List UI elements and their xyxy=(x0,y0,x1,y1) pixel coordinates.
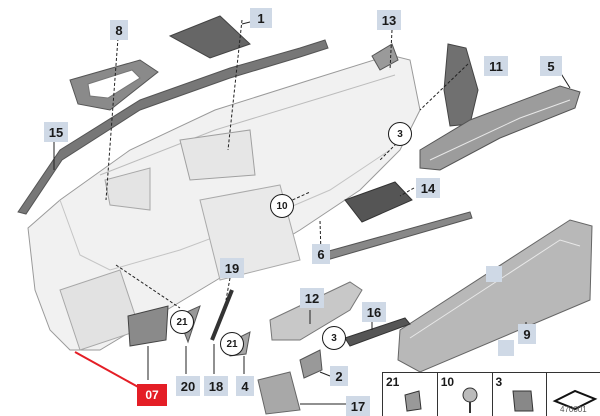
callout-3-circle[interactable]: 3 xyxy=(322,326,346,350)
callout-12[interactable]: 12 xyxy=(300,288,324,308)
callout-4[interactable]: 4 xyxy=(236,376,254,396)
callout-5[interactable]: 5 xyxy=(540,56,562,76)
callout-14[interactable]: 14 xyxy=(416,178,440,198)
callout-11[interactable]: 11 xyxy=(484,56,508,76)
placeholder-box xyxy=(486,266,502,282)
fastener-legend: 21 10 3 xyxy=(382,372,600,416)
callout-2[interactable]: 2 xyxy=(330,366,348,386)
screw-icon xyxy=(462,387,478,413)
section-red-label: 07 xyxy=(137,384,167,406)
legend-number: 3 xyxy=(495,375,503,389)
bracket-icon xyxy=(552,389,598,411)
callout-21-circle[interactable]: 21 xyxy=(220,332,244,356)
legend-number: 21 xyxy=(386,375,400,389)
legend-cell-screw: 10 xyxy=(438,373,493,416)
callout-3-circle[interactable]: 3 xyxy=(388,122,412,146)
callout-19[interactable]: 19 xyxy=(220,258,244,278)
callout-8[interactable]: 8 xyxy=(110,20,128,40)
callout-6[interactable]: 6 xyxy=(312,244,330,264)
legend-cell-bracket xyxy=(547,373,600,416)
clip-icon xyxy=(404,390,422,412)
callout-21-circle[interactable]: 21 xyxy=(170,310,194,334)
callout-18[interactable]: 18 xyxy=(204,376,228,396)
callout-20[interactable]: 20 xyxy=(176,376,200,396)
callout-10-circle[interactable]: 10 xyxy=(270,194,294,218)
callout-16[interactable]: 16 xyxy=(362,302,386,322)
callout-13[interactable]: 13 xyxy=(377,10,401,30)
callout-1[interactable]: 1 xyxy=(250,8,272,28)
callout-17[interactable]: 17 xyxy=(346,396,370,416)
legend-number: 10 xyxy=(440,375,455,389)
legend-cell-nut: 3 xyxy=(493,373,548,416)
drawing-id: 470001 xyxy=(560,405,587,414)
clip-nut-icon xyxy=(511,390,534,412)
placeholder-box xyxy=(498,340,514,356)
callout-9[interactable]: 9 xyxy=(518,324,536,344)
legend-cell-clip: 21 xyxy=(383,373,438,416)
callout-15[interactable]: 15 xyxy=(44,122,68,142)
